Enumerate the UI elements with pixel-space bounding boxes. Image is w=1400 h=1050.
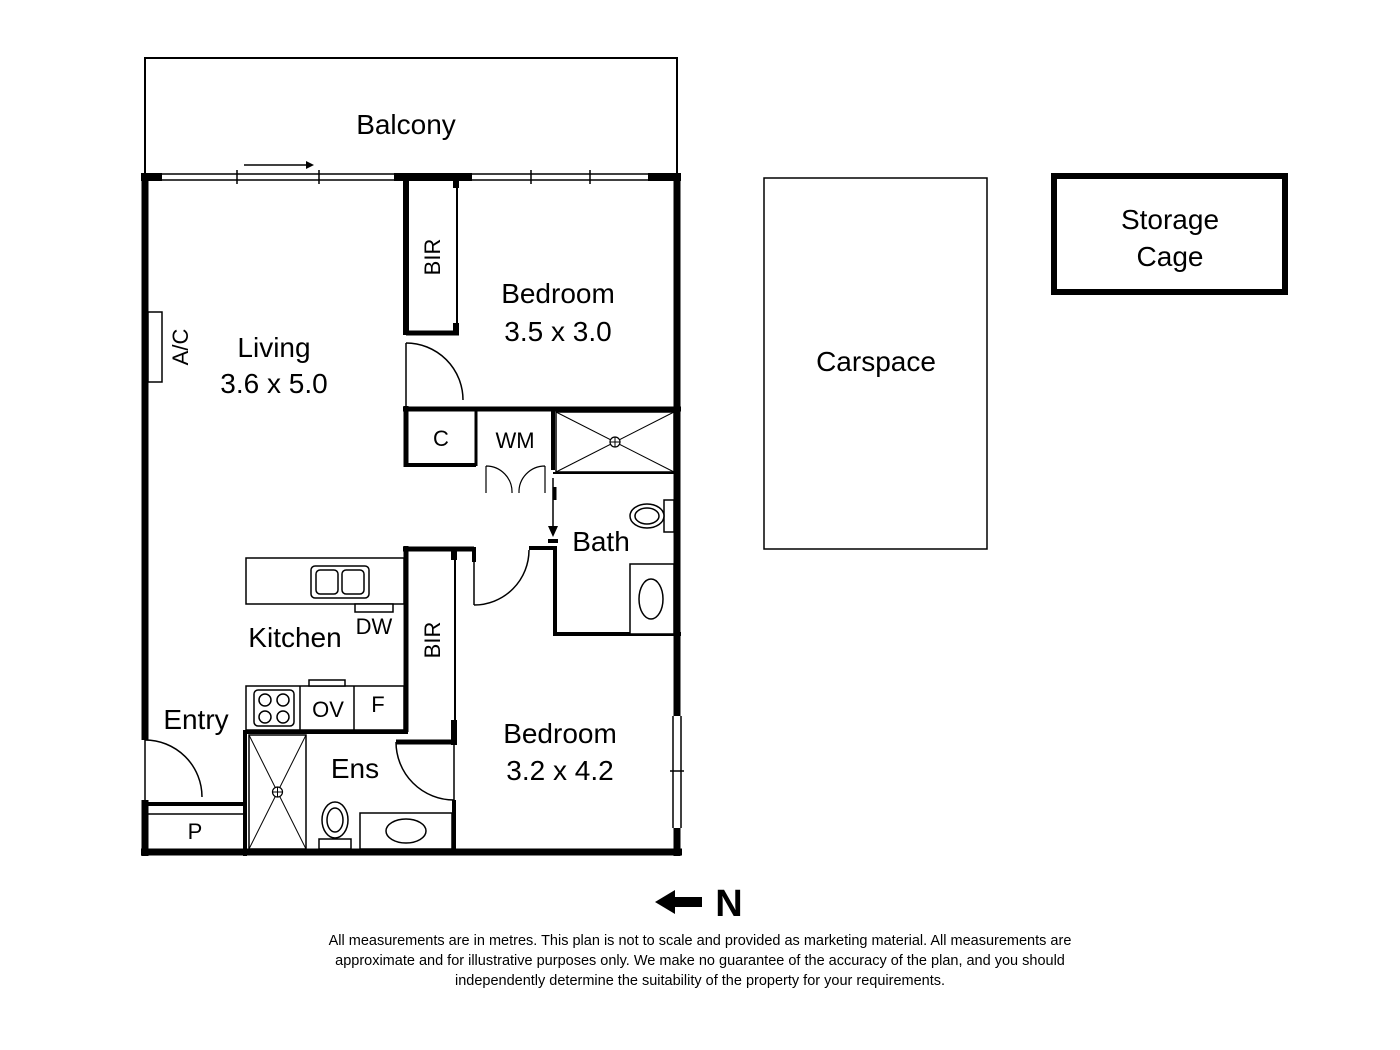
bath-label: Bath: [572, 526, 630, 557]
bir-bottom-label: BIR: [420, 622, 445, 659]
storage-label-line-2: Cage: [1137, 241, 1204, 272]
north-arrow-icon: N: [655, 883, 743, 925]
carspace: Carspace: [763, 177, 988, 550]
dishwasher-handle: [354, 603, 394, 613]
exterior-walls: [141, 173, 682, 856]
interior-walls: [145, 406, 681, 856]
door-bath-hall: [473, 546, 553, 606]
bath-door: [548, 478, 558, 543]
fridge-label: F: [371, 692, 384, 717]
storage-label-line-1: Storage: [1121, 204, 1219, 235]
disclaimer: All measurements are in metres. This pla…: [250, 931, 1150, 991]
bedroom-1-label: Bedroom: [501, 278, 615, 309]
disclaimer-line-3: independently determine the suitability …: [454, 973, 946, 989]
door-bedroom-1: [405, 342, 464, 406]
bedroom-1-size: 3.5 x 3.0: [504, 316, 611, 347]
bath-fixtures: [629, 499, 675, 635]
sliding-door-bedroom: [472, 170, 648, 184]
disclaimer-line-1: All measurements are in metres. This pla…: [328, 933, 1072, 949]
cupboard-label: C: [433, 426, 449, 451]
entry-door: [144, 739, 203, 800]
entry-label: Entry: [163, 704, 228, 735]
balcony: Balcony: [144, 57, 678, 176]
storage-cage: Storage Cage: [1051, 173, 1288, 295]
laundry: WM: [485, 428, 546, 494]
door-ensuite: [395, 741, 455, 801]
bir-top-label: BIR: [420, 239, 445, 276]
window-bedroom-2: [670, 716, 684, 828]
oven-handle: [308, 679, 346, 687]
living-label: Living: [237, 332, 310, 363]
dishwasher-label: DW: [356, 614, 393, 639]
bedroom-2-label: Bedroom: [503, 718, 617, 749]
kitchen-label: Kitchen: [248, 622, 341, 653]
balcony-label: Balcony: [356, 109, 456, 140]
washing-machine-label: WM: [495, 428, 534, 453]
ac-label: A/C: [168, 329, 193, 366]
bath-shower: [555, 411, 675, 473]
air-conditioner: A/C: [147, 311, 193, 383]
sliding-door-living: [162, 161, 394, 184]
disclaimer-line-2: approximate and for illustrative purpose…: [335, 953, 1065, 969]
ens-shower: [248, 734, 307, 850]
pantry-label: P: [188, 819, 203, 844]
bir-top: BIR: [403, 177, 459, 336]
carspace-label: Carspace: [816, 346, 936, 377]
slide-direction-arrow-icon: [306, 161, 314, 169]
ens-label: Ens: [331, 753, 379, 784]
bedroom-2-size: 3.2 x 4.2: [506, 755, 613, 786]
kitchen-appliances: [245, 679, 405, 731]
oven-label: OV: [312, 697, 344, 722]
door-swing-arrow-icon: [548, 526, 558, 537]
ens-fixtures: [318, 801, 453, 850]
kitchen-bench: [245, 557, 405, 613]
living-size: 3.6 x 5.0: [220, 368, 327, 399]
north-label: N: [715, 883, 742, 925]
